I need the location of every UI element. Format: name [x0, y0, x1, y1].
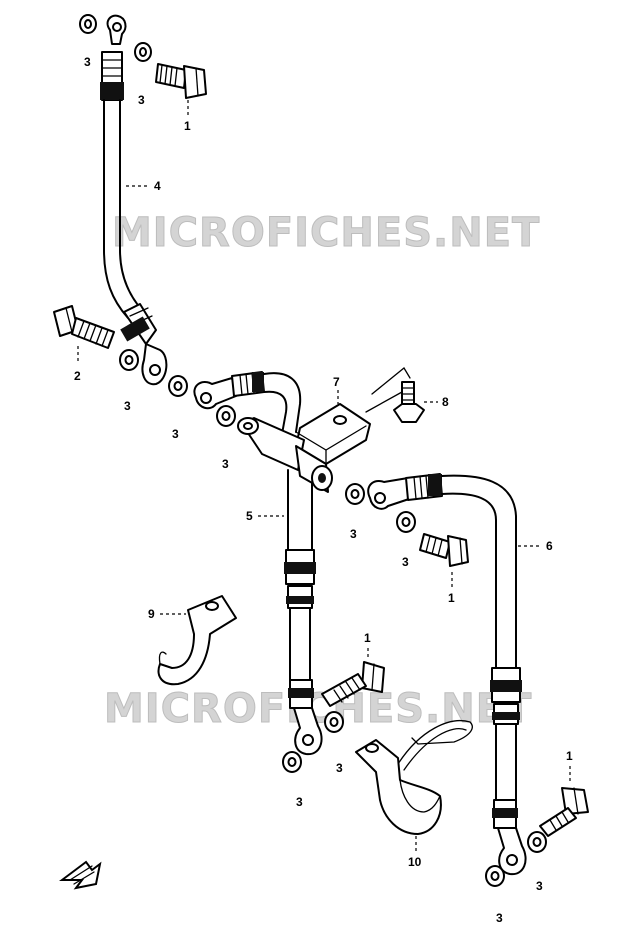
- washer-left-b: [168, 375, 188, 397]
- label-bolt-top: 1: [184, 119, 191, 133]
- label-washer-bot-b: 3: [496, 911, 503, 925]
- watermark-bottom: MICROFICHES.NET: [104, 686, 532, 732]
- clamp-bottom: [355, 720, 473, 835]
- label-washer-left-a: 3: [124, 399, 131, 413]
- label-washer-low-b: 3: [336, 761, 343, 775]
- label-bolt-left: 2: [74, 369, 81, 383]
- label-bolt-center: 1: [364, 631, 371, 645]
- washer-bot-b: [485, 865, 505, 887]
- bolt-mid: [419, 533, 469, 567]
- label-washer-top-a: 3: [84, 55, 91, 69]
- label-washer-low-a: 3: [296, 795, 303, 809]
- label-washer-left-b: 3: [172, 427, 179, 441]
- washer-low-a: [282, 751, 302, 773]
- mount-pointer: [365, 367, 411, 413]
- clamp-left: [157, 595, 237, 686]
- label-clamp-bottom: 10: [408, 855, 422, 869]
- label-hose-center: 5: [246, 509, 253, 523]
- watermark-top: MICROFICHES.NET: [112, 210, 540, 256]
- bolt-top: [155, 63, 207, 99]
- label-hose-upper: 4: [154, 179, 161, 193]
- hose-joint: [237, 403, 371, 493]
- washer-top-a: [79, 14, 97, 34]
- bolt-bottom: [539, 787, 589, 837]
- upper-brake-hose: [100, 14, 168, 386]
- label-washer-mid-a: 3: [222, 457, 229, 471]
- label-washer-top-b: 3: [138, 93, 145, 107]
- washer-mid-a: [216, 405, 236, 427]
- bolt-small: [393, 381, 425, 423]
- washer-left-a: [119, 349, 139, 371]
- center-brake-hose: [193, 371, 323, 756]
- label-bolt-bottom: 1: [566, 749, 573, 763]
- label-hose-right: 6: [546, 539, 553, 553]
- label-washer-mid-c: 3: [402, 555, 409, 569]
- front-direction-arrow-icon: [59, 860, 102, 890]
- bolt-center: [321, 661, 385, 707]
- washer-low-b: [324, 711, 344, 733]
- washer-mid-b: [345, 483, 365, 505]
- label-bolt-mid: 1: [448, 591, 455, 605]
- label-washer-mid-b: 3: [350, 527, 357, 541]
- washer-mid-c: [396, 511, 416, 533]
- label-washer-bot-a: 3: [536, 879, 543, 893]
- washer-top-b: [134, 42, 152, 62]
- washer-bot-a: [527, 831, 547, 853]
- label-joint: 7: [333, 375, 340, 389]
- label-bolt-small: 8: [442, 395, 449, 409]
- bolt-left: [53, 305, 115, 349]
- label-clamp-left: 9: [148, 607, 155, 621]
- right-brake-hose: [367, 473, 527, 876]
